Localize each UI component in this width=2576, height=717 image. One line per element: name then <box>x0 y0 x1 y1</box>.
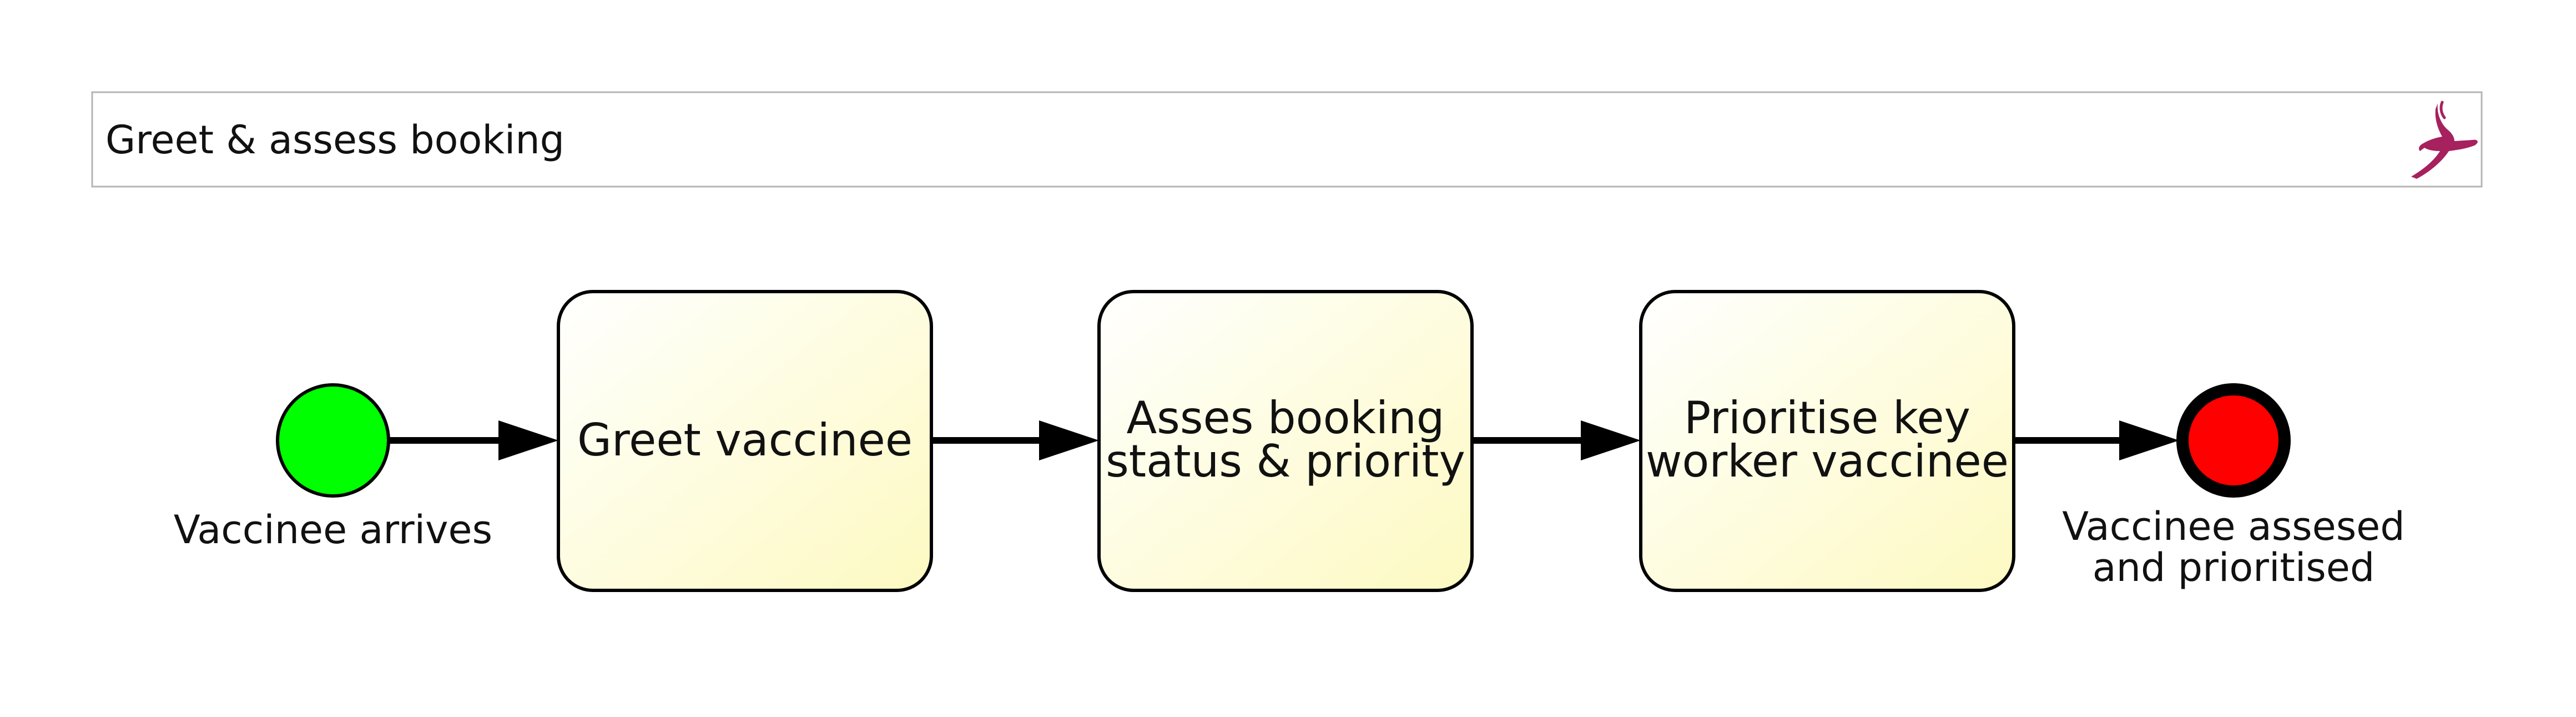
pool-border <box>91 91 2483 188</box>
start-event-label: Vaccinee arrives <box>174 507 492 553</box>
task-label-line1: Asses booking <box>1126 392 1444 444</box>
task-box <box>557 290 933 592</box>
task-label-line1: Prioritise key <box>1684 392 1970 444</box>
sequence-flow-1[interactable] <box>390 420 558 460</box>
task-box <box>1097 290 1474 592</box>
sequence-flow-3[interactable] <box>1472 420 1641 460</box>
task-greet-vaccinee[interactable]: Greet vaccinee <box>557 290 933 592</box>
gazelle-logo-icon <box>2411 101 2478 179</box>
end-event-label-line1: Vaccinee assesed <box>2062 504 2404 549</box>
sequence-flow-4[interactable] <box>2014 420 2179 460</box>
pool-header[interactable]: Greet & assess booking <box>91 91 2483 188</box>
task-label-line2: status & priority <box>1106 435 1465 487</box>
sequence-flow-2[interactable] <box>931 420 1099 460</box>
task-label: Greet vaccinee <box>577 414 913 466</box>
end-event-circle <box>2176 383 2291 498</box>
task-asses-booking[interactable]: Asses booking status & priority <box>1097 290 1474 592</box>
pool-title: Greet & assess booking <box>105 117 564 163</box>
task-prioritise-key-worker[interactable]: Prioritise key worker vaccinee <box>1639 290 2015 592</box>
task-box <box>1639 290 2015 592</box>
start-event-circle <box>276 383 390 498</box>
start-event[interactable] <box>276 383 390 498</box>
task-label-line2: worker vaccinee <box>1646 435 2009 487</box>
end-event[interactable] <box>2176 383 2291 498</box>
end-event-label-line2: and prioritised <box>2093 545 2375 590</box>
